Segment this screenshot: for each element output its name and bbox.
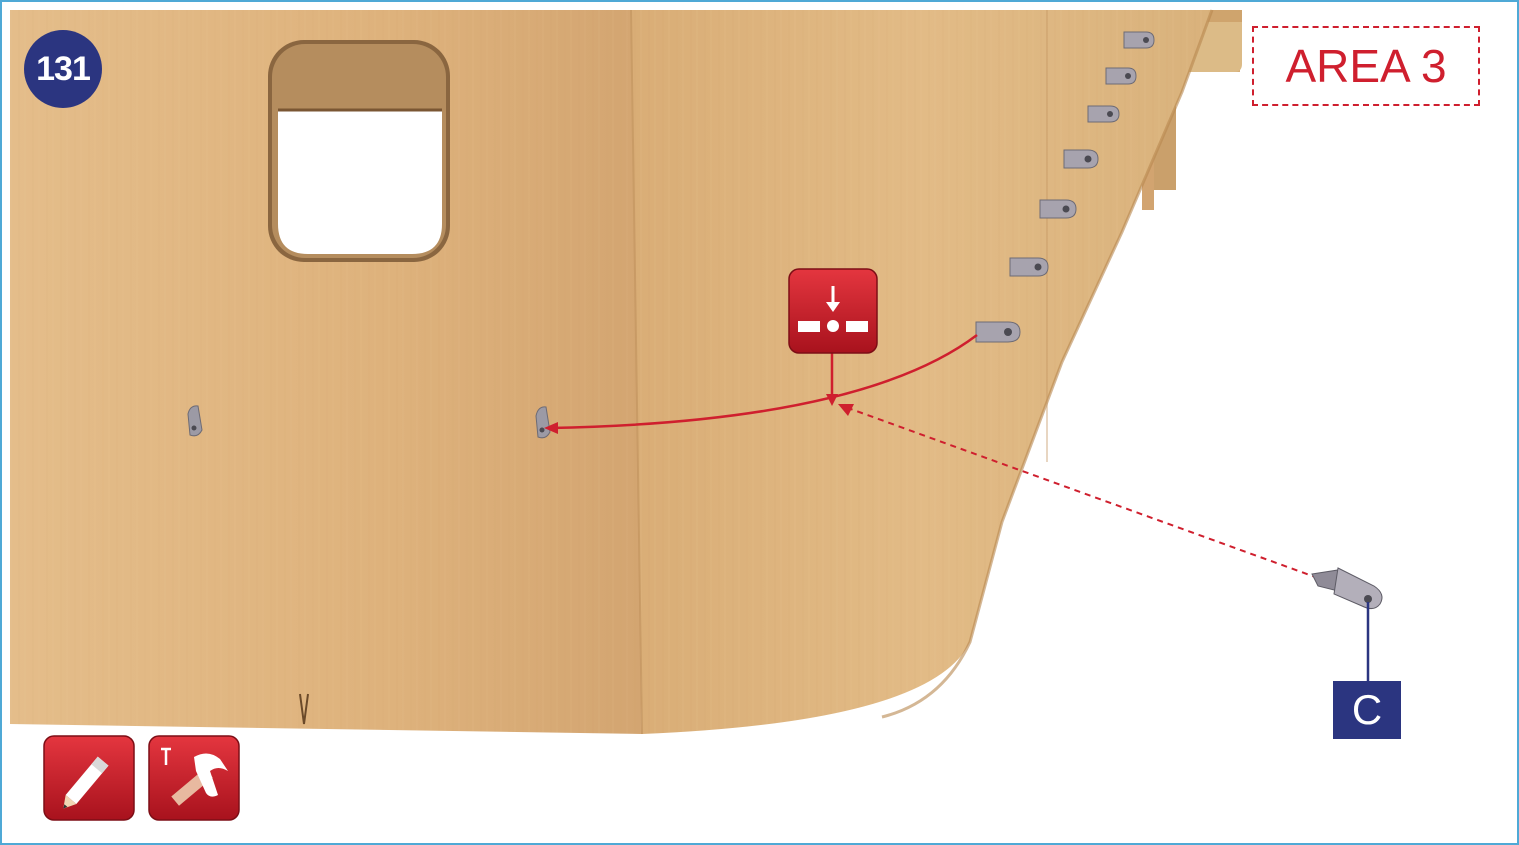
- area-label-text: AREA 3: [1285, 39, 1446, 93]
- hammer-icon: [148, 735, 240, 821]
- part-c-cleat: [1312, 568, 1382, 609]
- area-label: AREA 3: [1252, 26, 1480, 106]
- step-number-badge: 131: [24, 30, 102, 108]
- part-label-c: C: [1333, 681, 1401, 739]
- center-mark-icon: [788, 268, 878, 354]
- pencil-icon: [43, 735, 135, 821]
- porthole-window: [268, 40, 450, 262]
